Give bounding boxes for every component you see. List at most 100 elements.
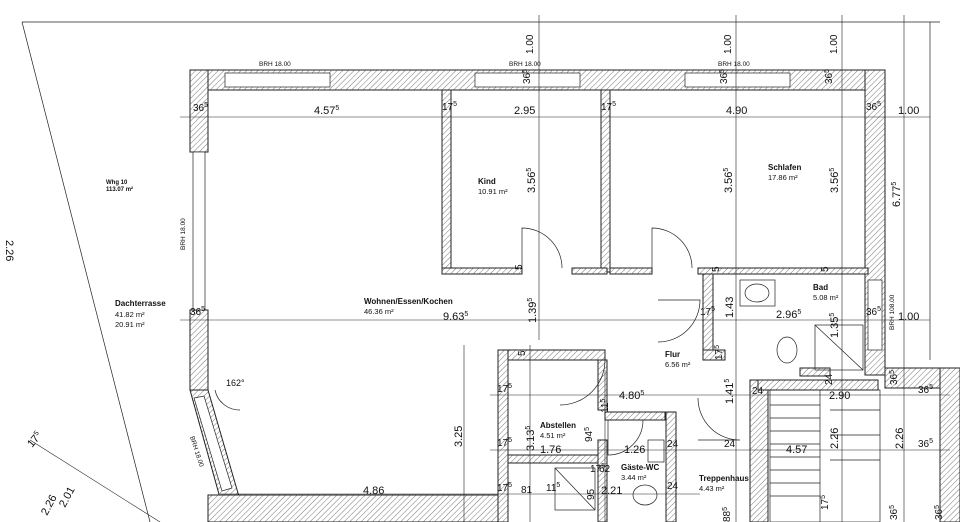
- interior-walls: [441, 89, 879, 522]
- svg-text:175: 175: [714, 345, 725, 360]
- svg-text:365: 365: [824, 69, 835, 84]
- svg-text:5: 5: [514, 264, 525, 270]
- svg-text:BRH 18.00: BRH 18.00: [718, 61, 750, 68]
- angle-label: 162°: [226, 378, 245, 388]
- svg-text:24: 24: [667, 481, 679, 492]
- svg-text:24: 24: [752, 386, 764, 397]
- svg-text:4.575: 4.575: [314, 105, 339, 117]
- windows: [192, 72, 883, 492]
- window-sill-labels: BRH 18.00 BRH 18.00 BRH 18.00 BRH 18.00 …: [180, 61, 896, 468]
- svg-text:6.56 m²: 6.56 m²: [665, 360, 691, 369]
- svg-text:365: 365: [522, 69, 533, 84]
- svg-text:1.00: 1.00: [829, 34, 840, 54]
- svg-text:3.135: 3.135: [525, 426, 537, 451]
- svg-text:115: 115: [546, 482, 560, 494]
- room-label-treppenhaus: Treppenhaus 4.43 m²: [699, 474, 749, 493]
- svg-text:2.21: 2.21: [601, 485, 622, 497]
- svg-text:2.26: 2.26: [829, 428, 841, 449]
- svg-text:175: 175: [25, 430, 45, 450]
- svg-text:365: 365: [889, 505, 900, 520]
- svg-text:1.00: 1.00: [898, 311, 919, 323]
- svg-text:175: 175: [442, 101, 457, 113]
- svg-text:81: 81: [521, 485, 533, 496]
- svg-text:4.57: 4.57: [786, 444, 807, 456]
- svg-text:Bad: Bad: [813, 283, 828, 292]
- svg-text:113.07 m²: 113.07 m²: [106, 186, 133, 193]
- svg-text:4.805: 4.805: [619, 390, 644, 402]
- svg-text:17.86 m²: 17.86 m²: [768, 173, 798, 182]
- svg-text:95: 95: [586, 488, 597, 500]
- room-label-abstellen: Abstellen 4.51 m²: [540, 421, 576, 440]
- staircase: [769, 389, 881, 522]
- svg-text:1.76: 1.76: [540, 444, 561, 456]
- svg-text:41.82 m²: 41.82 m²: [115, 310, 145, 319]
- svg-text:Treppenhaus: Treppenhaus: [699, 474, 749, 483]
- svg-text:2.90: 2.90: [829, 390, 850, 402]
- svg-text:4.86: 4.86: [363, 485, 384, 497]
- svg-text:Wohnen/Essen/Kochen: Wohnen/Essen/Kochen: [364, 297, 453, 306]
- svg-text:Flur: Flur: [665, 350, 680, 359]
- svg-text:46.36 m²: 46.36 m²: [364, 307, 394, 316]
- svg-text:1.43: 1.43: [724, 297, 736, 318]
- svg-text:175: 175: [590, 463, 605, 475]
- svg-text:175: 175: [497, 383, 512, 395]
- svg-text:1.00: 1.00: [723, 34, 734, 54]
- svg-text:3.565: 3.565: [526, 168, 538, 193]
- svg-text:Schlafen: Schlafen: [768, 163, 801, 172]
- svg-text:10.91 m²: 10.91 m²: [478, 187, 508, 196]
- svg-text:1.415: 1.415: [724, 379, 736, 404]
- svg-text:4.90: 4.90: [726, 105, 747, 117]
- svg-text:3.44 m²: 3.44 m²: [621, 473, 647, 482]
- svg-text:1.26: 1.26: [624, 444, 645, 456]
- svg-text:115: 115: [600, 399, 611, 413]
- svg-text:365: 365: [866, 306, 881, 318]
- room-label-bad: Bad 5.08 m²: [813, 283, 839, 302]
- svg-text:1.00: 1.00: [525, 34, 536, 54]
- svg-text:2.01: 2.01: [57, 485, 78, 510]
- svg-text:1.395: 1.395: [527, 298, 539, 323]
- svg-text:175: 175: [601, 101, 616, 113]
- svg-text:5: 5: [517, 350, 528, 356]
- svg-text:24: 24: [724, 439, 736, 450]
- svg-text:Abstellen: Abstellen: [540, 421, 576, 430]
- svg-text:3.565: 3.565: [829, 168, 841, 193]
- room-label-wohnung: Whg 10 113.07 m²: [106, 180, 133, 193]
- vertical-dimensions: 1.00 365 1.00 365 1.00 365 3.565 3.565 3…: [3, 34, 945, 522]
- dimension-lines: [29, 15, 950, 522]
- svg-text:4.43 m²: 4.43 m²: [699, 484, 725, 493]
- svg-text:5: 5: [711, 266, 722, 272]
- svg-text:2.26: 2.26: [894, 428, 906, 449]
- room-label-schlafen: Schlafen 17.86 m²: [768, 163, 801, 182]
- sanitary-fixtures: [554, 279, 864, 511]
- room-label-gaeste-wc: Gäste-WC 3.44 m²: [621, 463, 659, 482]
- diagonal-dimensions: 175 2.01 2.26: [25, 430, 78, 518]
- svg-text:365: 365: [719, 69, 730, 84]
- svg-text:5: 5: [820, 266, 831, 272]
- svg-text:20.91 m²: 20.91 m²: [115, 320, 145, 329]
- svg-text:BRH 108.00: BRH 108.00: [889, 294, 896, 330]
- room-label-dachterrasse: Dachterrasse 41.82 m² 20.91 m²: [115, 299, 166, 329]
- room-label-wohnen: Wohnen/Essen/Kochen 46.36 m²: [364, 297, 453, 316]
- svg-text:Whg 10: Whg 10: [106, 180, 128, 186]
- svg-text:365: 365: [889, 370, 900, 385]
- svg-text:175: 175: [820, 495, 831, 510]
- svg-text:2.965: 2.965: [776, 309, 801, 321]
- svg-text:5.08 m²: 5.08 m²: [813, 293, 839, 302]
- svg-text:2.26: 2.26: [3, 240, 15, 261]
- terrace-outline: [21, 21, 940, 522]
- horizontal-dimensions: 365 4.575 175 2.95 175 4.90 365 1.00 365…: [190, 101, 933, 497]
- svg-text:BRH 18.00: BRH 18.00: [509, 61, 541, 68]
- room-label-flur: Flur 6.56 m²: [665, 350, 691, 369]
- svg-text:945: 945: [584, 427, 595, 442]
- svg-text:175: 175: [700, 306, 715, 318]
- svg-text:175: 175: [497, 437, 512, 449]
- svg-text:365: 365: [934, 505, 945, 520]
- svg-text:24: 24: [667, 439, 679, 450]
- svg-text:365: 365: [866, 101, 881, 113]
- svg-text:Dachterrasse: Dachterrasse: [115, 299, 166, 308]
- doors: [214, 227, 741, 456]
- svg-text:3.565: 3.565: [723, 168, 735, 193]
- svg-text:365: 365: [193, 102, 208, 114]
- room-label-kind: Kind 10.91 m²: [478, 177, 508, 196]
